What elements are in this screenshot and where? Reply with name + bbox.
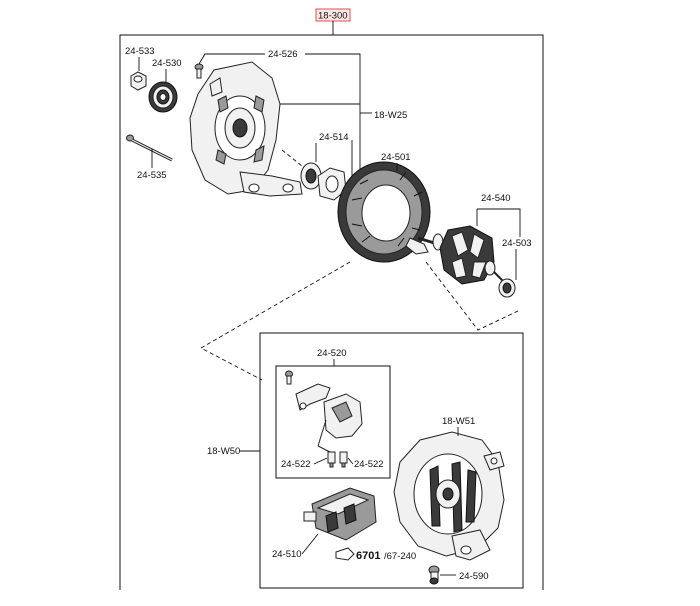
leader-24-510 xyxy=(301,533,319,555)
outer-frame-right xyxy=(333,34,544,590)
label-24-510[interactable]: 24-510 xyxy=(272,549,302,560)
label-18-w25[interactable]: 18-W25 xyxy=(374,110,407,121)
rotor-part[interactable] xyxy=(417,225,505,285)
label-18-w50[interactable]: 18-W50 xyxy=(207,446,240,457)
voltage-regulator-part[interactable] xyxy=(303,487,377,541)
terminal-part[interactable] xyxy=(428,565,440,585)
pulley-part[interactable] xyxy=(148,81,178,113)
label-24-540[interactable]: 24-540 xyxy=(481,193,511,204)
label-6701[interactable]: 6701 xyxy=(356,550,380,562)
label-24-514[interactable]: 24-514 xyxy=(319,132,349,143)
label-18-w51[interactable]: 18-W51 xyxy=(442,416,475,427)
through-bolt-part[interactable] xyxy=(126,134,173,162)
brush-holder-frame xyxy=(275,365,391,479)
main-reference[interactable]: 18-300 xyxy=(315,8,351,22)
leader-24-526-to-w25 xyxy=(305,53,361,113)
stator-part[interactable] xyxy=(337,161,431,263)
label-24-522-left[interactable]: 24-522 xyxy=(281,459,311,470)
brush-part-left[interactable] xyxy=(327,451,336,468)
connector-icon[interactable] xyxy=(335,547,355,561)
leader-24-526 xyxy=(198,53,265,65)
brush-part-right[interactable] xyxy=(339,451,348,468)
label-24-535[interactable]: 24-535 xyxy=(137,170,167,181)
brush-holder-screw-part[interactable] xyxy=(285,370,293,385)
brush-holder-part[interactable] xyxy=(295,383,363,453)
label-24-520[interactable]: 24-520 xyxy=(317,348,347,359)
nut-part[interactable] xyxy=(130,71,147,91)
main-reference-label[interactable]: 18-300 xyxy=(318,11,348,22)
label-24-533[interactable]: 24-533 xyxy=(125,46,155,57)
outer-frame-left xyxy=(119,34,333,590)
front-housing-part[interactable] xyxy=(189,61,303,197)
rear-housing-part[interactable] xyxy=(393,431,505,561)
label-24-503[interactable]: 24-503 xyxy=(502,238,532,249)
dashed-connector-right xyxy=(425,261,521,331)
leader-24-522-right xyxy=(347,457,354,465)
label-24-590[interactable]: 24-590 xyxy=(459,571,489,582)
label-24-522-right[interactable]: 24-522 xyxy=(354,459,384,470)
label-24-530[interactable]: 24-530 xyxy=(152,58,182,69)
inner-frame xyxy=(259,332,524,589)
leader-24-540-right xyxy=(477,208,521,237)
rear-bearing-part[interactable] xyxy=(498,278,516,298)
label-24-501[interactable]: 24-501 xyxy=(381,152,411,163)
leader-24-522-left xyxy=(313,457,328,465)
alignment-dash-1 xyxy=(281,149,303,167)
label-67-240[interactable]: /67-240 xyxy=(384,551,416,562)
screw-part[interactable] xyxy=(194,63,204,79)
label-24-526[interactable]: 24-526 xyxy=(268,49,298,60)
dashed-connector-left xyxy=(200,261,351,381)
